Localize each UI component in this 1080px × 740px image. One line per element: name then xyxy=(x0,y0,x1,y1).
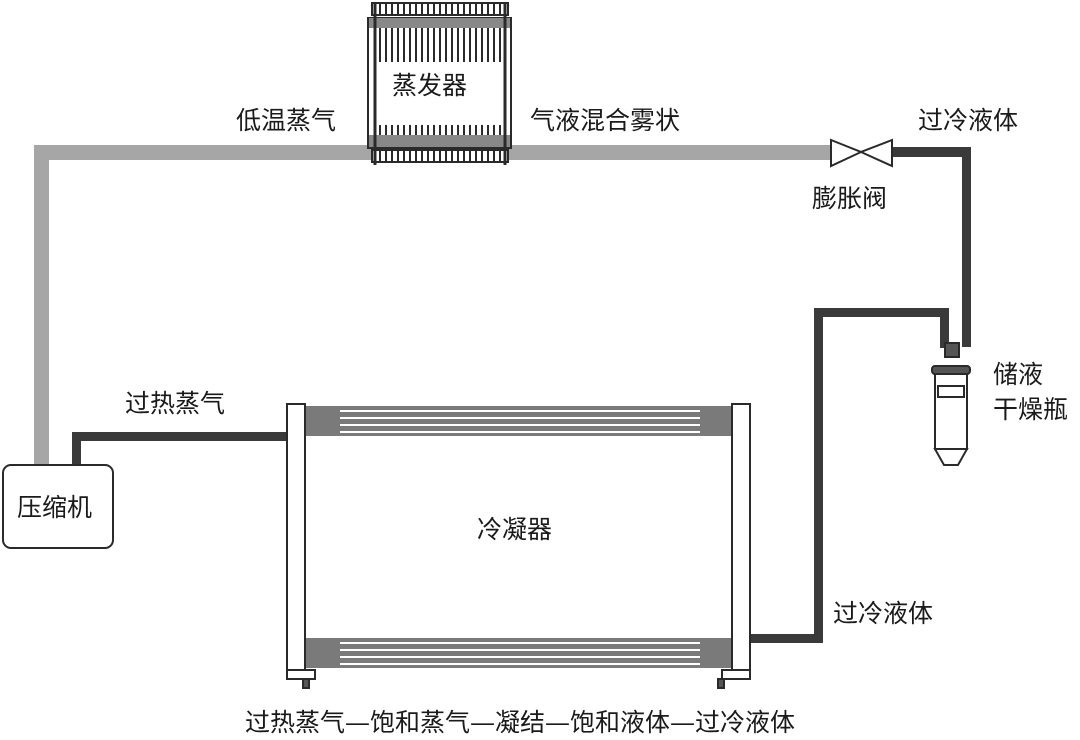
condenser-label: 冷凝器 xyxy=(477,515,552,544)
caption: 过热蒸气—饱和蒸气—凝结—饱和液体—过冷液体 xyxy=(245,708,795,737)
low-temp-vapor-label: 低温蒸气 xyxy=(236,106,336,135)
receiver-dryer-label-line2: 干燥瓶 xyxy=(993,395,1068,424)
subcooled-liquid-bottom-label: 过冷液体 xyxy=(833,599,933,628)
expansion-valve xyxy=(830,138,893,168)
compressor xyxy=(2,464,114,549)
superheated-vapor-label: 过热蒸气 xyxy=(125,389,225,418)
gas-liquid-mist-label: 气液混合雾状 xyxy=(530,106,680,135)
condenser xyxy=(286,403,751,689)
receiver-dryer xyxy=(931,342,971,466)
expansion-valve-label: 膨胀阀 xyxy=(812,184,887,213)
low-pressure-pipe xyxy=(34,145,833,467)
subcooled-liquid-top-label: 过冷液体 xyxy=(918,106,1018,135)
receiver-dryer-label-line1: 储液 xyxy=(993,360,1043,389)
evaporator xyxy=(367,2,512,165)
evaporator-label: 蒸发器 xyxy=(392,71,467,100)
high-pressure-pipe xyxy=(72,147,971,643)
compressor-label: 压缩机 xyxy=(17,493,92,522)
